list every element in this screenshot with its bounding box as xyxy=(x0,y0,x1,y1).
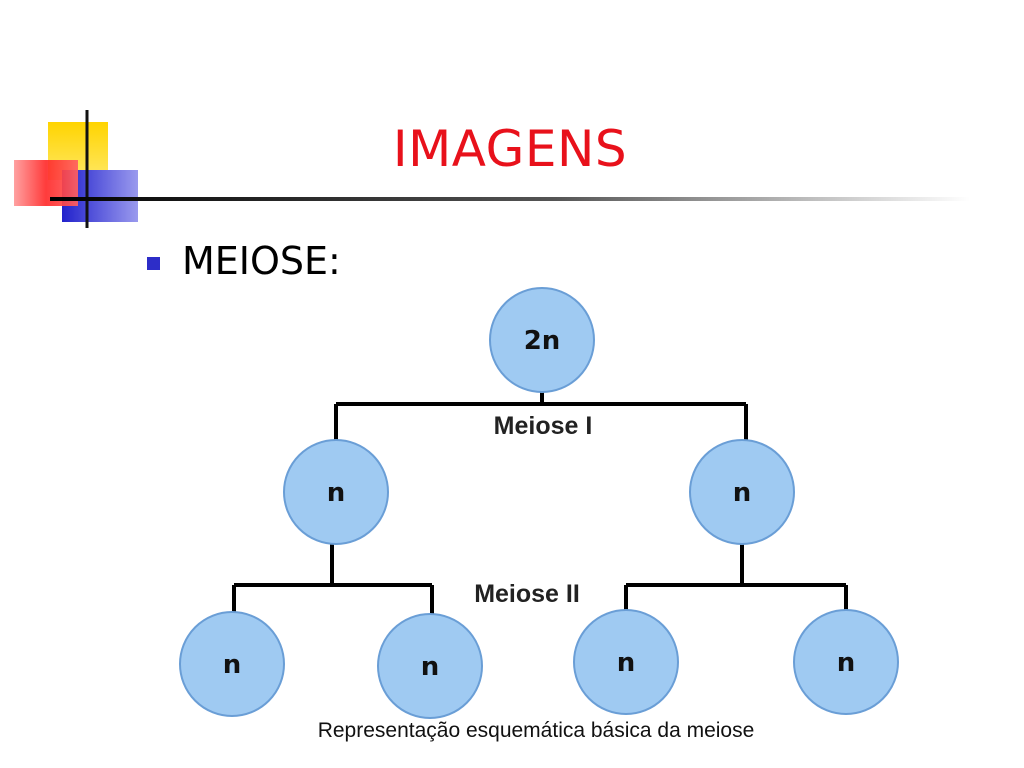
slide-title: IMAGENS xyxy=(392,120,628,178)
diagram-caption: Representação esquemática básica da meio… xyxy=(318,719,755,742)
node-level1-left-label: n xyxy=(327,478,346,508)
node-root-circle xyxy=(489,287,595,393)
stage2-label-bg xyxy=(440,576,618,610)
slide-decoration xyxy=(14,110,970,228)
bullet-item: MEIOSE: xyxy=(147,236,341,286)
bullet-square-icon xyxy=(147,256,160,270)
node-root: 2n xyxy=(489,287,595,393)
node-level2-4-circle xyxy=(793,609,899,715)
node-level2-2: n xyxy=(377,613,483,719)
stage1-label-bg xyxy=(458,408,626,440)
node-level2-4: n xyxy=(793,609,899,715)
node-level2-4-label: n xyxy=(837,648,856,678)
node-level2-3-circle xyxy=(573,609,679,715)
node-level2-2-circle xyxy=(377,613,483,719)
node-level1-right: n xyxy=(689,439,795,545)
node-level2-3-label: n xyxy=(617,648,636,678)
stage2-label: Meiose II xyxy=(474,580,580,608)
node-level2-1-circle xyxy=(179,611,285,717)
node-level1-left: n xyxy=(283,439,389,545)
node-level2-1-label: n xyxy=(223,650,242,680)
bullet-text: MEIOSE: xyxy=(182,239,341,283)
title-divider-line xyxy=(50,197,970,201)
node-root-label: 2n xyxy=(524,326,561,356)
node-level2-1: n xyxy=(179,611,285,717)
node-level1-right-circle xyxy=(689,439,795,545)
node-level2-3: n xyxy=(573,609,679,715)
node-level2-2-label: n xyxy=(421,652,440,682)
node-level1-left-circle xyxy=(283,439,389,545)
node-level1-right-label: n xyxy=(733,478,752,508)
stage1-label: Meiose I xyxy=(494,412,593,440)
